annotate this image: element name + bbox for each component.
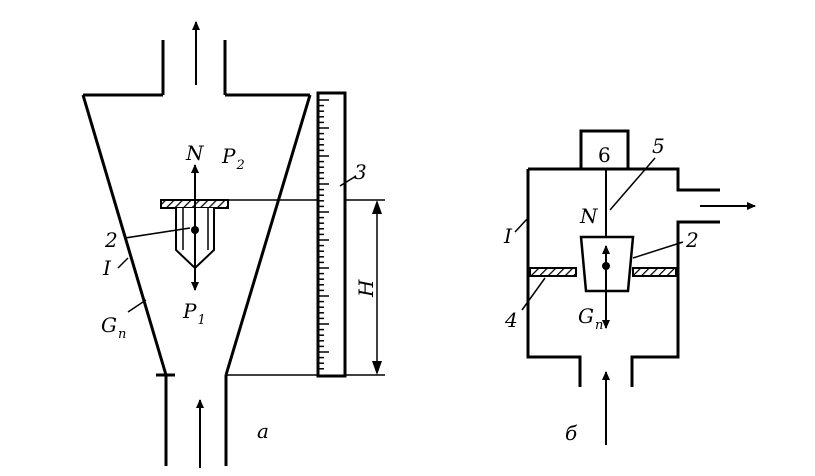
b-leader-5 [609,157,656,211]
b-top-box [579,129,630,171]
b-orifice-plate-right [632,267,677,277]
a-leader-G [127,299,147,313]
a-label-H: H [354,279,378,298]
b-label-N: N [579,204,599,228]
b-leader-4 [521,277,546,311]
b-leader-1 [514,217,529,233]
a-height-arrow-top [372,200,382,214]
a-scale-ticks [318,99,329,370]
a-label-2: 2 [104,228,118,252]
a-cone-right-wall [224,94,312,376]
a-caption: a [257,419,269,443]
a-leader-1 [117,257,129,269]
b-label-1: I [503,224,513,248]
a-leader-2 [124,227,191,239]
figure-a-rotameter: N P2 P1 Gп 2 I 3 H a [81,21,385,468]
b-label-6: 6 [598,143,611,167]
b-leader-2 [632,241,684,259]
a-label-G: Gп [101,313,126,342]
figure-b-flowmeter: 6 5 N I 2 4 Gп б [503,129,756,445]
a-label-1: I [102,256,112,280]
b-label-5: 5 [652,134,665,158]
b-housing-top [528,167,720,192]
b-housing-left [526,169,582,387]
b-orifice-plate-left [529,267,577,277]
a-label-3: 3 [354,160,367,184]
b-label-G: Gп [578,304,603,333]
a-cone-left-wall [81,94,168,376]
a-leader-3 [339,175,357,187]
b-label-4: 4 [504,308,518,332]
b-label-2: 2 [685,228,699,252]
a-height-arrow-bottom [372,361,382,375]
b-caption: б [565,421,578,445]
b-housing-right [630,220,720,387]
a-label-N: N [185,141,205,165]
a-label-P2: P2 [221,144,245,173]
a-label-P1: P1 [182,299,206,328]
